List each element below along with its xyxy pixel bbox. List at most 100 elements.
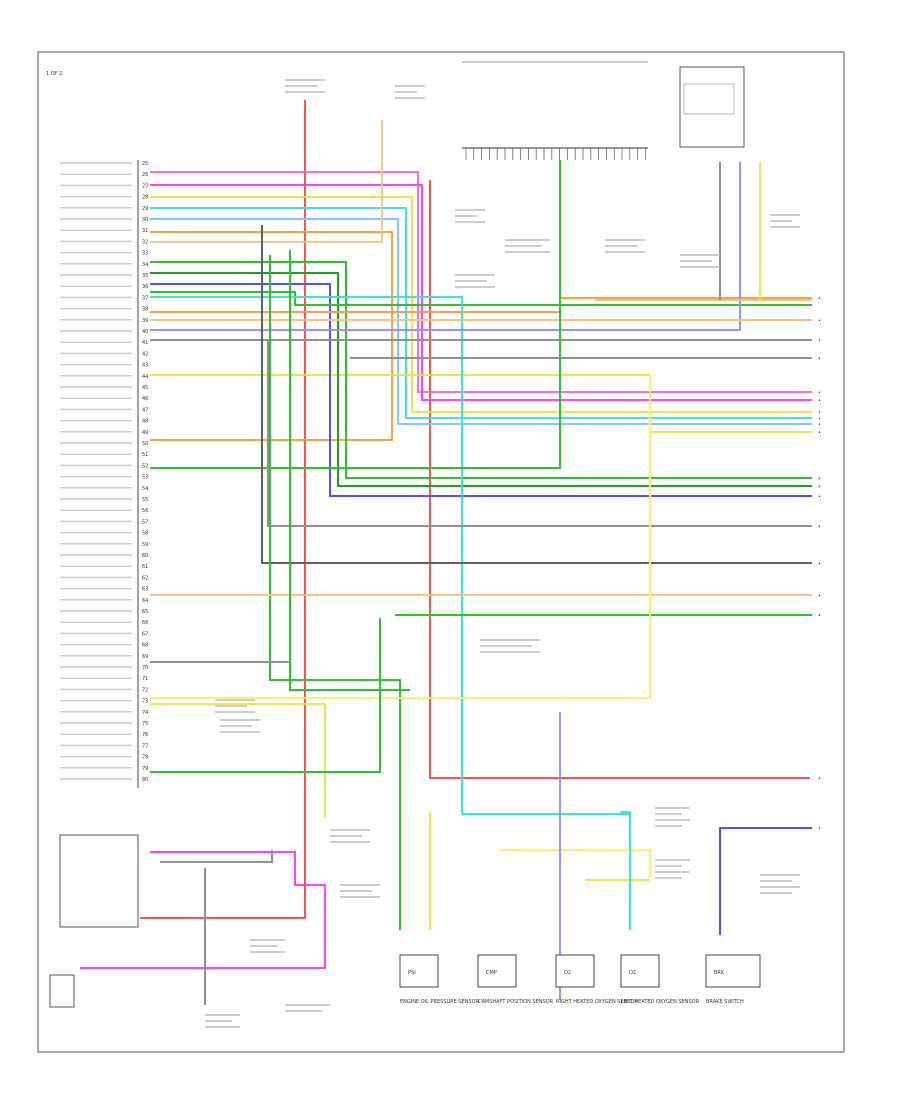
pcm-pin-labels: 2526272829303132333435363738394041424344…	[60, 161, 148, 783]
pcm-pin-number: 69	[142, 654, 148, 660]
wire-end-marker: •	[818, 296, 821, 302]
top-right-module-inner	[683, 83, 735, 115]
wires: •••••••••••••••••••	[80, 100, 821, 1005]
wire-end-marker: •	[818, 476, 821, 482]
pcm-pin-number: 36	[142, 284, 148, 290]
pcm-pin-number: 73	[142, 699, 148, 705]
pcm-pin-number: 29	[142, 206, 148, 212]
wire-end-marker: •	[818, 524, 821, 530]
wire-blue	[719, 827, 812, 935]
pcm-pin-number: 48	[142, 419, 148, 425]
pcm-pin-number: 54	[142, 486, 148, 492]
wire-end-marker: •	[818, 410, 821, 416]
wire-tan	[150, 120, 383, 243]
bottom-left-switch	[49, 974, 75, 1008]
pcm-pin-number: 67	[142, 631, 148, 637]
pcm-pin-number: 33	[142, 251, 148, 257]
sensor-box	[555, 954, 595, 988]
sensor-glyph: BRK	[714, 970, 725, 976]
annotation-blocks	[205, 79, 800, 1028]
wire-end-marker: •	[818, 494, 821, 500]
top-right-module	[679, 66, 745, 148]
wire-lightyellow	[500, 849, 651, 878]
pcm-pin-number: 52	[142, 463, 148, 469]
pcm-pin-number: 53	[142, 475, 148, 481]
wire-end-marker: •	[818, 422, 821, 428]
sensor-name: RIGHT HEATED OXYGEN SENSOR	[556, 999, 638, 1005]
pcm-pin-number: 60	[142, 553, 148, 559]
sensor-box	[705, 954, 761, 988]
lower-left-module	[59, 834, 139, 928]
wire-lightblue	[150, 218, 812, 425]
pcm-pin-number: 45	[142, 385, 148, 391]
pcm-pin-number: 57	[142, 519, 148, 525]
wire-green	[269, 255, 401, 930]
wire-end-marker: •	[818, 776, 821, 782]
wire-grey	[160, 850, 273, 863]
wire-darkgreen	[150, 272, 812, 487]
pcm-pin-number: 77	[142, 743, 148, 749]
pcm-pin-number: 59	[142, 542, 148, 548]
pcm-pin-number: 56	[142, 508, 148, 514]
sensor-box	[620, 954, 660, 988]
wire-red	[429, 180, 810, 779]
pcm-pin-number: 46	[142, 396, 148, 402]
pcm-pin-number: 25	[142, 161, 148, 167]
wire-end-marker: •	[818, 398, 821, 404]
wire-end-marker: •	[818, 593, 821, 599]
sensor-name: LEFT HEATED OXYGEN SENSOR	[621, 999, 700, 1005]
sensor-glyph: CMP	[486, 970, 497, 976]
wire-lightyellow	[150, 375, 651, 699]
pcm-pin-number: 76	[142, 732, 148, 738]
wire-red	[140, 100, 306, 919]
pcm-pin-number: 78	[142, 755, 148, 761]
pcm-pin-number: 38	[142, 307, 148, 313]
wire-green	[150, 261, 812, 479]
wire-yellow	[150, 703, 326, 818]
sensor-glyph: PSI	[408, 970, 416, 976]
top-connector-pins	[465, 148, 646, 160]
pcm-pin-number: 64	[142, 598, 148, 604]
pcm-pin-number: 40	[142, 329, 148, 335]
pcm-pin-number: 26	[142, 172, 148, 178]
pcm-pin-number: 43	[142, 363, 148, 369]
pcm-pin-number: 27	[142, 183, 148, 189]
wire-end-marker: •	[818, 390, 821, 396]
pcm-pin-number: 68	[142, 643, 148, 649]
pcm-pin-number: 41	[142, 340, 148, 346]
wire-end-marker: •	[818, 613, 821, 619]
pcm-pin-number: 65	[142, 609, 148, 615]
pcm-pin-number: 30	[142, 217, 148, 223]
pcm-pin-number: 31	[142, 228, 148, 234]
wire-end-marker: •	[818, 561, 821, 567]
pcm-pin-number: 61	[142, 564, 148, 570]
sensor-box	[477, 954, 517, 988]
wire-end-marker: •	[818, 826, 821, 832]
pcm-pin-number: 63	[142, 587, 148, 593]
pcm-pin-number: 32	[142, 239, 148, 245]
wire-green	[150, 291, 812, 306]
pcm-pin-number: 66	[142, 620, 148, 626]
wire-pink	[150, 171, 812, 393]
pcm-pin-number: 80	[142, 777, 148, 783]
wire-lavender	[150, 162, 741, 331]
sensor-components: PSI ENGINE OIL PRESSURE SENSOR CMP CAMSHAFT…	[399, 954, 761, 1005]
wire-green	[150, 160, 561, 469]
pcm-pin-number: 47	[142, 407, 148, 413]
sensor-name: CAMSHAFT POSITION SENSOR	[478, 999, 554, 1005]
wire-end-marker: •	[818, 356, 821, 362]
sensor-name: ENGINE OIL PRESSURE SENSOR	[400, 999, 480, 1005]
wire-end-marker: •	[818, 338, 821, 344]
pcm-pin-number: 49	[142, 430, 148, 436]
wire-magenta	[80, 851, 326, 969]
pcm-pin-number: 70	[142, 665, 148, 671]
pcm-pin-number: 51	[142, 452, 148, 458]
pcm-pin-number: 75	[142, 721, 148, 727]
pcm-pin-number: 34	[142, 262, 148, 268]
wire-end-marker: •	[818, 484, 821, 490]
pcm-pin-number: 58	[142, 531, 148, 537]
pcm-pin-number: 62	[142, 575, 148, 581]
sensor-glyph: O2	[629, 970, 636, 976]
